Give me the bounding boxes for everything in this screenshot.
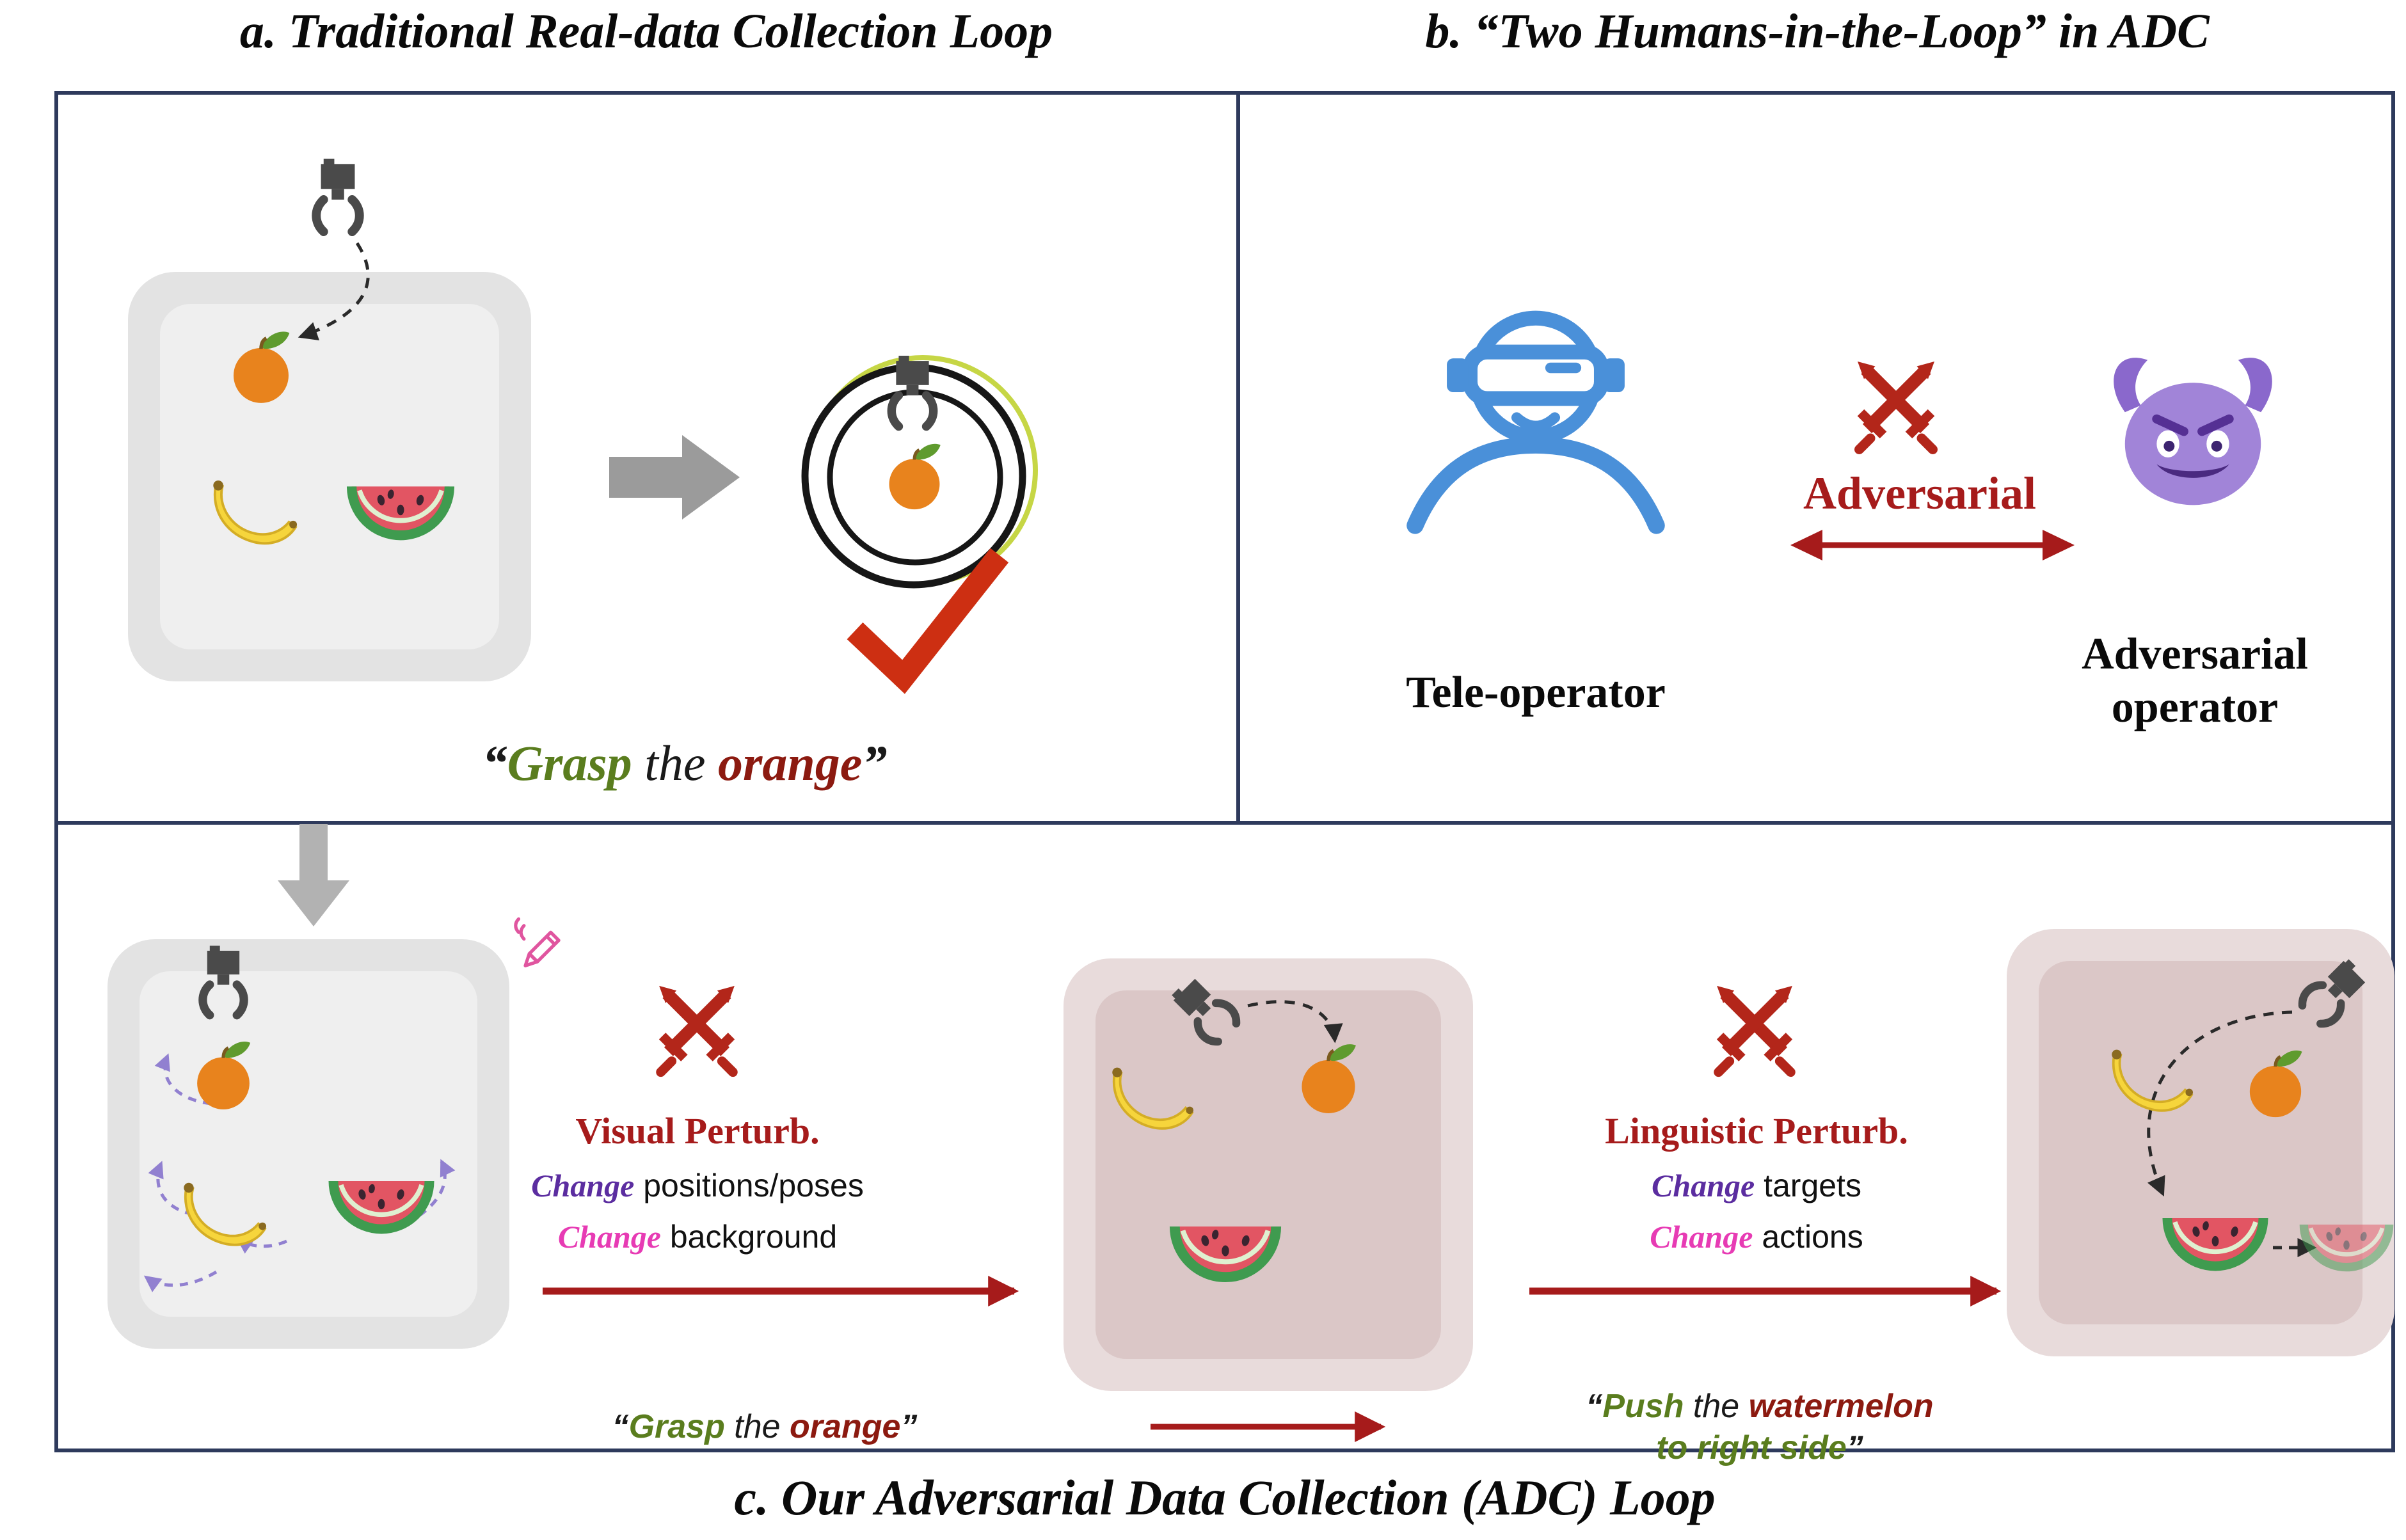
checkmark-icon bbox=[847, 548, 1009, 694]
panel-c-bin-original bbox=[108, 939, 509, 1349]
panel-c-grasp-caption: “Grasp the orange” bbox=[544, 1406, 985, 1448]
horizontal-divider bbox=[54, 821, 2395, 825]
purple-dashed-arrow bbox=[143, 1270, 218, 1292]
visual-change1-word: Change bbox=[531, 1168, 635, 1203]
caption-close-quote: ” bbox=[862, 735, 888, 791]
dashed-arrow-gripper-to-orange bbox=[298, 242, 370, 340]
linguistic-change1-rest: targets bbox=[1755, 1168, 1861, 1203]
linguistic-change-line2: Change actions bbox=[1533, 1218, 1980, 1255]
gripper-icon bbox=[878, 356, 947, 435]
vertical-divider bbox=[1236, 91, 1240, 825]
visual-change2-rest: background bbox=[660, 1219, 838, 1255]
visual-change-line2: Change background bbox=[474, 1218, 921, 1255]
watermelon-icon bbox=[2162, 1207, 2269, 1276]
caption-open-quote: “ bbox=[1586, 1388, 1603, 1425]
orange-icon bbox=[189, 1038, 257, 1112]
purple-dashed-arrow bbox=[418, 1159, 456, 1218]
panel-c-push-caption: “Push the watermelon to right side” bbox=[1491, 1386, 2028, 1469]
caption-close-quote: ” bbox=[1846, 1429, 1863, 1466]
panel-c-bin-perturbed-surface bbox=[1095, 990, 1441, 1359]
panel-a-bin bbox=[128, 272, 531, 681]
adversarial-arrow-left-head bbox=[1790, 530, 1822, 560]
dashed-arrow-gripper-to-watermelon bbox=[2147, 1010, 2293, 1197]
banana-icon bbox=[2103, 1042, 2200, 1122]
caption-to-right-side: to right side bbox=[1656, 1429, 1847, 1466]
adversarial-operator-label: Adversarial operator bbox=[2022, 628, 2368, 734]
adversarial-label: Adversarial bbox=[1803, 468, 2036, 519]
linguistic-change2-rest: actions bbox=[1753, 1219, 1863, 1255]
caption-word-the: the bbox=[1684, 1388, 1749, 1425]
banana-icon bbox=[203, 472, 305, 555]
panel-c-bin-original-surface bbox=[139, 971, 477, 1317]
caption-word-push: Push bbox=[1602, 1388, 1684, 1425]
crossed-swords-icon bbox=[1707, 983, 1802, 1080]
devil-icon bbox=[2098, 344, 2288, 512]
caption-word-orange: orange bbox=[717, 735, 863, 791]
linguistic-change1-word: Change bbox=[1652, 1168, 1755, 1203]
panel-b-title: b. “Two Humans-in-the-Loop” in ADC bbox=[1425, 4, 2210, 58]
panel-a-bin-surface bbox=[160, 304, 499, 649]
purple-dashed-arrow bbox=[154, 1053, 212, 1106]
linguistic-change2-word: Change bbox=[1650, 1219, 1753, 1255]
linguistic-perturb-title: Linguistic Perturb. bbox=[1605, 1110, 1908, 1152]
caption-word-the: the bbox=[724, 1408, 790, 1445]
linguistic-change-line1: Change targets bbox=[1533, 1167, 1980, 1204]
caption-open-quote: “ bbox=[612, 1408, 629, 1445]
push-caption-line2: to right side” bbox=[1491, 1427, 2028, 1469]
panel-c-bin-result bbox=[2007, 929, 2394, 1356]
watermelon-ghost-icon bbox=[2298, 1214, 2394, 1276]
crossed-swords-icon bbox=[649, 983, 744, 1080]
caption-close-quote: ” bbox=[900, 1408, 918, 1445]
block-arrow-right bbox=[609, 435, 740, 520]
purple-dashed-arrow bbox=[148, 1161, 194, 1216]
block-arrow-down bbox=[278, 824, 349, 926]
watermelon-icon bbox=[1168, 1214, 1282, 1287]
watermelon-icon bbox=[346, 475, 456, 545]
orange-icon bbox=[2242, 1047, 2309, 1120]
caption-open-quote: “ bbox=[482, 735, 507, 791]
dashed-arrow-gripper-to-orange bbox=[1247, 1000, 1343, 1044]
visual-change2-word: Change bbox=[557, 1219, 661, 1255]
caption-word-orange: orange bbox=[790, 1408, 901, 1445]
caption-word-the: the bbox=[632, 735, 718, 791]
panel-c-bin-perturbed bbox=[1064, 958, 1473, 1391]
push-caption-line1: “Push the watermelon bbox=[1491, 1386, 2028, 1427]
visual-change-line1: Change positions/poses bbox=[474, 1167, 921, 1204]
orange-icon bbox=[882, 440, 947, 512]
panel-a-title: a. Traditional Real-data Collection Loop bbox=[239, 4, 1053, 58]
visual-perturb-title: Visual Perturb. bbox=[575, 1110, 820, 1152]
panel-c-title: c. Our Adversarial Data Collection (ADC)… bbox=[734, 1470, 1716, 1525]
banana-icon bbox=[174, 1175, 274, 1257]
adversarial-operator-line2: operator bbox=[2111, 682, 2279, 732]
caption-word-watermelon: watermelon bbox=[1748, 1388, 1934, 1425]
watermelon-icon bbox=[328, 1170, 435, 1239]
vr-teleoperator-icon bbox=[1398, 301, 1673, 539]
gripper-icon bbox=[302, 159, 374, 241]
orange-icon bbox=[225, 328, 297, 406]
adversarial-operator-line1: Adversarial bbox=[2082, 630, 2308, 679]
banana-icon bbox=[1103, 1060, 1200, 1140]
panel-a-caption: “Grasp the orange” bbox=[186, 734, 1184, 792]
pencil-edit-icon bbox=[511, 914, 572, 975]
orange-icon bbox=[1294, 1040, 1363, 1116]
adversarial-arrow-right-head bbox=[2043, 530, 2075, 560]
visual-change1-rest: positions/poses bbox=[634, 1168, 864, 1203]
tele-operator-label: Tele-operator bbox=[1406, 668, 1666, 717]
caption-word-grasp: Grasp bbox=[628, 1408, 725, 1445]
gripper-icon bbox=[189, 946, 257, 1024]
caption-word-grasp: Grasp bbox=[507, 735, 632, 791]
crossed-swords-icon bbox=[1848, 358, 1944, 457]
